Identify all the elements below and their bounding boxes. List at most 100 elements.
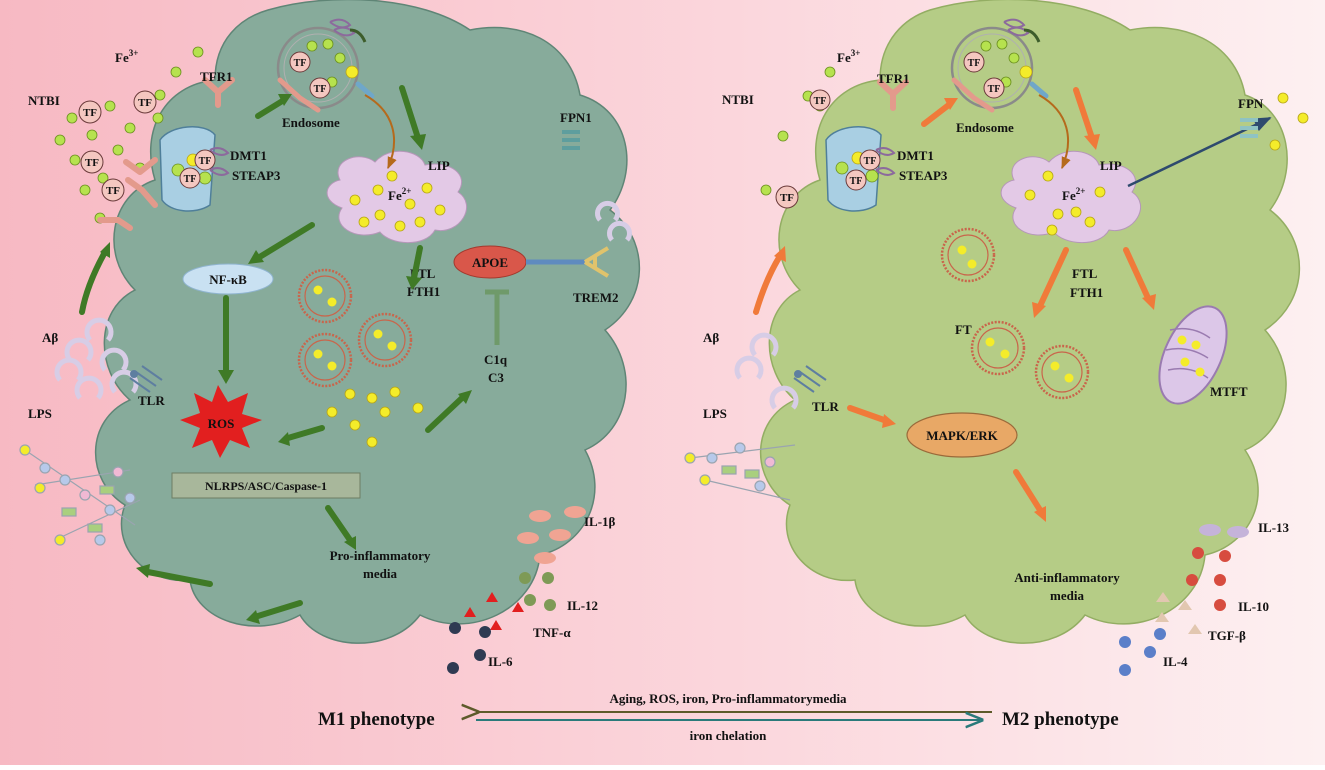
- m1-abeta-label: Aβ: [42, 330, 58, 345]
- m1-green-flow-arrows: [79, 85, 472, 624]
- m2-dmt1-steap3-complex: [825, 126, 896, 212]
- tf-icon: TF: [133, 90, 157, 114]
- m2-steap3-label: STEAP3: [899, 168, 948, 183]
- dmt1-label: DMT1: [230, 148, 267, 163]
- il1b-label: IL-1β: [584, 514, 616, 529]
- m1-lps-label: LPS: [28, 406, 52, 421]
- fpn-icon: [1240, 118, 1258, 138]
- lip-label: LIP: [428, 158, 450, 173]
- svg-text:TF: TF: [850, 176, 863, 187]
- c1q-label: C1q: [484, 352, 508, 367]
- m2-endosome-receptor-icon: [951, 77, 995, 113]
- endosome-receptor-icon: [277, 77, 321, 113]
- endosome-label: Endosome: [282, 115, 340, 130]
- nfkb-node: [182, 263, 274, 295]
- m2-endosome-channel-icon: [1029, 81, 1049, 99]
- tf-icon: TF: [963, 51, 985, 73]
- tf-icon: TF: [78, 100, 102, 124]
- tf-icon: TF: [859, 149, 881, 171]
- svg-text:TF: TF: [968, 58, 981, 69]
- m2-panel: TF TF Fe3+ NTBI TFR1 TF TF DMT1 STEAP3: [684, 18, 1309, 676]
- m1-lps-molecule-icons: [19, 444, 141, 546]
- m2-lip-label: LIP: [1100, 158, 1122, 173]
- m1-transferrin-group: TF TF TF TF: [78, 90, 157, 202]
- m2-orange-flow-arrows: [753, 87, 1156, 522]
- fe3-label: Fe3+: [115, 48, 138, 65]
- m1-media-label-1: Pro-inflammatory: [330, 548, 431, 563]
- fpn1-label: FPN1: [560, 110, 592, 125]
- nlrp-inflammasome-box: [171, 472, 361, 499]
- m2-ferritin-rings: [940, 227, 1090, 400]
- m2-lps-label: LPS: [703, 406, 727, 421]
- trem2-label: TREM2: [573, 290, 619, 305]
- m2-exported-iron-dots: [1269, 92, 1309, 151]
- tf-icon: TF: [309, 77, 331, 99]
- ft-label: FT: [955, 322, 972, 337]
- m1-cytokine-icons: [447, 506, 586, 674]
- tf-icon: TF: [809, 89, 831, 111]
- tf-icon: TF: [80, 150, 104, 174]
- mapk-erk-node: [906, 412, 1018, 458]
- svg-text:TF: TF: [988, 84, 1001, 95]
- m2-cytokine-icons: [1119, 524, 1249, 676]
- fpn-label: FPN: [1238, 96, 1264, 111]
- m1-abeta-aggregates: [54, 317, 139, 400]
- m1-tlr-label: TLR: [138, 393, 165, 408]
- m2-tfr1-receptor-icon: [877, 79, 909, 111]
- to-m1-drivers-label: Aging, ROS, iron, Pro-inflammatorymedia: [609, 691, 847, 706]
- nfkb-label: NF-κB: [209, 272, 247, 287]
- tnfa-label: TNF-α: [533, 625, 571, 640]
- m2-abeta-aggregates: [734, 332, 799, 410]
- il6-label: IL-6: [488, 654, 513, 669]
- svg-text:TF: TF: [106, 185, 120, 197]
- m1-free-iron-dots: [326, 386, 424, 448]
- m1-media-label-2: media: [363, 566, 397, 581]
- tfr1-label: TFR1: [200, 69, 233, 84]
- tf-icon: TF: [179, 167, 201, 189]
- svg-text:TF: TF: [85, 157, 99, 169]
- svg-text:TF: TF: [314, 84, 327, 95]
- il12-label: IL-12: [567, 598, 598, 613]
- il10-label: IL-10: [1238, 599, 1269, 614]
- svg-text:TF: TF: [184, 174, 197, 185]
- svg-text:TF: TF: [780, 192, 794, 204]
- mtft-label: MTFT: [1210, 384, 1248, 399]
- svg-text:TF: TF: [138, 97, 152, 109]
- fpn1-icon: [562, 130, 580, 150]
- m1-tlr-icon: [129, 365, 163, 393]
- to-m2-driver-label: iron chelation: [690, 728, 767, 743]
- tf-icon: TF: [983, 77, 1005, 99]
- tf-icon: TF: [845, 169, 867, 191]
- steap3-label: STEAP3: [232, 168, 281, 183]
- m2-ntbi-label: NTBI: [722, 92, 754, 107]
- trem2-receptor-icon: [583, 246, 610, 278]
- tf-icon: TF: [101, 178, 125, 202]
- endosome-to-lip-arrow: [364, 94, 397, 170]
- m1-panel: TF TF TF TF Fe3+ NTBI TFR1 TF TF DMT1: [19, 18, 632, 674]
- m1-phenotype-label: M1 phenotype: [318, 709, 435, 730]
- m2-media-label-1: Anti-inflammatory: [1014, 570, 1120, 585]
- m2-endosome-to-lip-arrow: [1038, 94, 1071, 170]
- m2-fth1-label: FTH1: [1070, 285, 1103, 300]
- m1-tf-receptor-icons: [97, 77, 235, 231]
- m1-extracellular-fe3-dots: [54, 46, 204, 224]
- nlrp-label: NLRPS/ASC/Caspase-1: [205, 479, 327, 493]
- m1-ferritin-rings: [297, 268, 413, 388]
- c3-label: C3: [488, 370, 504, 385]
- phenotype-switch: M1 phenotype M2 phenotype Aging, ROS, ir…: [318, 691, 1119, 743]
- m1-endosome: [276, 18, 367, 110]
- svg-text:TF: TF: [864, 156, 877, 167]
- svg-text:TF: TF: [199, 156, 212, 167]
- tf-icon: TF: [289, 51, 311, 73]
- m1-lip-cloud: [326, 150, 468, 244]
- mapk-erk-label: MAPK/ERK: [926, 428, 998, 443]
- ros-star: [180, 385, 262, 458]
- fe2-label: Fe2+: [388, 186, 411, 203]
- endosome-channel-icon: [355, 81, 375, 99]
- m2-dmt1-label: DMT1: [897, 148, 934, 163]
- m2-ftl-label: FTL: [1072, 266, 1098, 281]
- svg-text:TF: TF: [83, 107, 97, 119]
- m2-media-label-2: media: [1050, 588, 1084, 603]
- ntbi-label: NTBI: [28, 93, 60, 108]
